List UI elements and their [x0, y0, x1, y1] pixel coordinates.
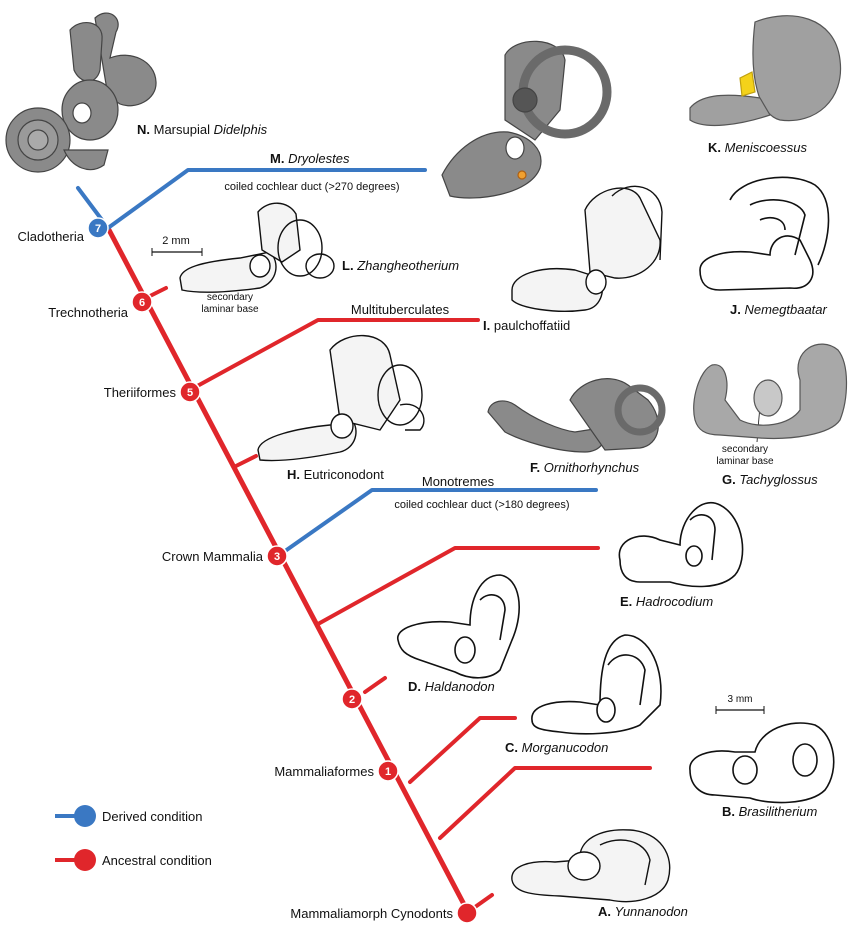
illustration-meniscoessus: [689, 15, 842, 127]
node-3: 3: [266, 545, 288, 567]
taxon-label-l: L. Zhangheotherium: [342, 258, 459, 273]
node-3-number: 3: [274, 551, 280, 563]
label-multituberculates: Multituberculates: [351, 302, 450, 317]
branch-dryolestes: [106, 168, 427, 230]
scale-bar-2mm: 2 mm: [151, 235, 203, 256]
scale-bar-2mm-label: 2 mm: [162, 235, 190, 247]
illustration-hadrocodium: [618, 502, 744, 588]
illustration-didelphis: [5, 12, 157, 173]
taxon-label-m: M. Dryolestes: [270, 151, 350, 166]
scale-bar-3mm: 3 mm: [715, 694, 765, 714]
illustration-dryolestes: [441, 40, 612, 199]
node-labels: Mammaliaformes Crown Mammalia Theriiform…: [18, 229, 454, 921]
node-6-number: 6: [139, 297, 145, 309]
branch-multituberculates: [188, 318, 480, 392]
illustration-tachyglossus: [693, 343, 848, 439]
annotation-secondary-2b: laminar base: [716, 456, 774, 467]
branch-morganucodon: [408, 716, 517, 784]
node-6: 6: [131, 291, 153, 313]
taxon-label-a: A. Yunnanodon: [598, 904, 688, 919]
legend-derived-label: Derived condition: [102, 809, 202, 824]
label-monotremes-note: coiled cochlear duct (>180 degrees): [394, 499, 569, 511]
illustration-brasilitherium: [689, 722, 835, 804]
node-label-mammaliaformes: Mammaliaformes: [274, 764, 374, 779]
taxon-label-c: C. Morganucodon: [505, 740, 608, 755]
small-annotations: secondary laminar base secondary laminar…: [151, 235, 774, 714]
node-5: 5: [179, 381, 201, 403]
taxon-label-n: N. Marsupial Didelphis: [137, 122, 268, 137]
branch-hadrocodium: [316, 546, 600, 626]
annotation-secondary-2a: secondary: [722, 444, 768, 455]
legend-ancestral: Ancestral condition: [55, 849, 212, 871]
taxon-label-i: I. paulchoffatiid: [483, 318, 570, 333]
branch-monotremes: [276, 488, 598, 558]
annotation-secondary-1a: secondary: [207, 292, 253, 303]
branch-brasilitherium: [438, 766, 652, 840]
taxon-label-f: F. Ornithorhynchus: [530, 460, 640, 475]
node-2: 2: [341, 688, 363, 710]
illustration-ornithorhynchus: [487, 378, 666, 453]
taxon-label-e: E. Hadrocodium: [620, 594, 713, 609]
taxon-label-j: J. Nemegtbaatar: [730, 302, 828, 317]
node-circles: 1 2 3 5 6 7: [87, 217, 478, 924]
legend-derived: Derived condition: [55, 805, 202, 827]
illustration-eutriconodont: [257, 334, 425, 462]
label-monotremes: Monotremes: [422, 474, 495, 489]
node-label-crown-mammalia: Crown Mammalia: [162, 549, 264, 564]
main-trunk: [105, 225, 471, 915]
branch-annotations: Monotremes coiled cochlear duct (>180 de…: [224, 181, 569, 511]
node-label-mammaliamorph-cynodonts: Mammaliamorph Cynodonts: [290, 906, 453, 921]
node-7: 7: [87, 217, 109, 239]
illustration-haldanodon: [397, 574, 520, 679]
branch-haldanodon: [363, 676, 387, 694]
taxon-label-d: D. Haldanodon: [408, 679, 495, 694]
legend: Derived condition Ancestral condition: [55, 805, 212, 871]
node-label-cladotheria: Cladotheria: [18, 229, 85, 244]
node-1-number: 1: [385, 766, 391, 778]
legend-ancestral-label: Ancestral condition: [102, 853, 212, 868]
node-root: [456, 902, 478, 924]
node-label-theriiformes: Theriiformes: [104, 385, 177, 400]
illustration-nemegtbaatar: [699, 176, 830, 291]
node-label-trechnotheria: Trechnotheria: [48, 305, 128, 320]
node-5-number: 5: [187, 387, 193, 399]
node-2-number: 2: [349, 694, 355, 706]
illustration-yunnanodon: [511, 829, 671, 903]
illustration-zhangheotherium: [179, 202, 335, 293]
branch-eutriconodont: [234, 454, 258, 468]
illustration-morganucodon: [531, 634, 662, 735]
taxon-labels: A. Yunnanodon B. Brasilitherium C. Morga…: [137, 122, 828, 919]
node-1: 1: [377, 760, 399, 782]
node-7-number: 7: [95, 223, 101, 235]
taxon-label-k: K. Meniscoessus: [708, 140, 807, 155]
taxon-label-b: B. Brasilitherium: [722, 804, 818, 819]
annotation-secondary-1b: laminar base: [201, 304, 259, 315]
taxon-label-h: H. Eutriconodont: [287, 467, 384, 482]
scale-bar-3mm-label: 3 mm: [728, 694, 753, 705]
taxon-label-g: G. Tachyglossus: [722, 472, 818, 487]
illustration-paulchoffatiid: [511, 185, 663, 312]
label-dryolestes-note: coiled cochlear duct (>270 degrees): [224, 181, 399, 193]
